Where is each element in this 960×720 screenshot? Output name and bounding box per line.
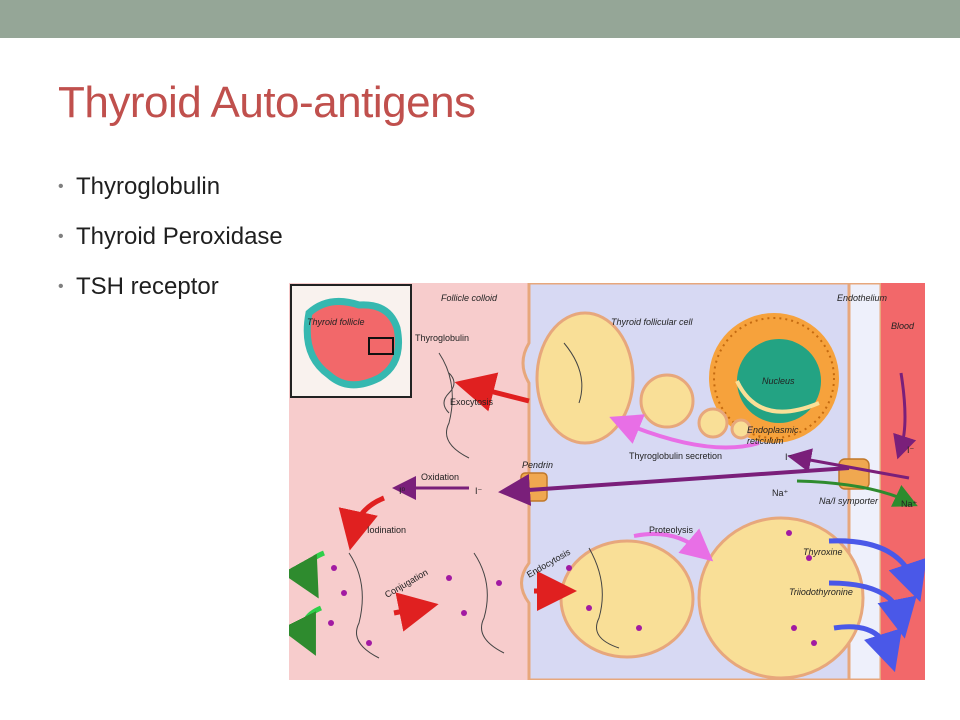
exocytosis-arrow xyxy=(454,372,530,412)
iodination-label: Iodination xyxy=(367,525,406,535)
bullet-text: TSH receptor xyxy=(76,273,219,300)
endothelium-label: Endothelium xyxy=(837,293,888,303)
oxidation-label: Oxidation xyxy=(421,472,459,482)
conjugation-arrow xyxy=(393,592,439,632)
blood-vessel xyxy=(881,283,925,680)
nucleus-label: Nucleus xyxy=(762,376,795,386)
thyroglobulin-label: Thyroglobulin xyxy=(415,333,469,343)
bullet-dot: • xyxy=(58,278,64,295)
thyroxine-release-arrow xyxy=(828,538,925,602)
bullet-item-thyroglobulin: • Thyroglobulin xyxy=(58,172,283,222)
blood-label: Blood xyxy=(891,321,915,331)
recycling-arrow-bottom xyxy=(289,605,323,656)
thyroxine-label: Thyroxine xyxy=(803,547,843,557)
iodide-blood-label: I⁻ xyxy=(907,445,915,455)
endoplasmic-label: Endoplasmic xyxy=(747,425,799,435)
iodine-atoms xyxy=(328,530,817,646)
iodide-cell-label: I⁻ xyxy=(785,452,793,462)
follicle-colloid-label: Follicle colloid xyxy=(441,293,498,303)
thyroglobulin-secretion-label: Thyroglobulin secretion xyxy=(629,451,722,461)
iodination-arrow xyxy=(338,495,385,551)
sodium-cell-label: Na⁺ xyxy=(772,488,789,498)
sodium-arrow xyxy=(796,479,918,507)
vesicle-small-1 xyxy=(639,373,695,429)
bullet-text: Thyroglobulin xyxy=(76,173,221,200)
recycling-arrow-top xyxy=(289,550,325,599)
hormone-release-arrow xyxy=(833,624,903,673)
bullet-item-tsh-receptor: • TSH receptor xyxy=(58,272,283,322)
thyroid-follicle-inset: Thyroid follicle xyxy=(290,284,412,398)
thyroid-hormone-diagram: Thyroid follicle Nucleus xyxy=(289,283,925,680)
vesicle-left xyxy=(535,311,635,445)
lysosome xyxy=(697,516,865,680)
thyroid-follicular-cell-label: Thyroid follicular cell xyxy=(611,317,694,327)
iodide-blood-arrow xyxy=(893,372,917,460)
thyroid-follicle-label: Thyroid follicle xyxy=(307,317,365,327)
top-bar xyxy=(0,0,960,38)
bullet-list: • Thyroglobulin • Thyroid Peroxidase • TSH … xyxy=(58,172,283,322)
sodium-blood-label: Na⁺ xyxy=(901,499,918,509)
protein-molecules xyxy=(348,342,620,659)
iodide-pendrin-label: I⁻ xyxy=(475,486,483,496)
iodine-label: I⁰ xyxy=(399,486,406,496)
bullet-item-thyroid-peroxidase: • Thyroid Peroxidase xyxy=(58,222,283,272)
vesicle-small-2 xyxy=(697,407,729,439)
reticulum-label: reticulum xyxy=(747,436,784,446)
iodide-entry-arrow xyxy=(787,448,910,480)
proteolysis-label: Proteolysis xyxy=(649,525,694,535)
bullet-text: Thyroid Peroxidase xyxy=(76,223,283,250)
proteolysis-arrow xyxy=(633,528,714,562)
exocytosis-label: Exocytosis xyxy=(450,397,494,407)
symporter-label: Na/I symporter xyxy=(819,496,879,506)
endocytosis-vesicle xyxy=(559,539,695,659)
nucleus-group: Nucleus xyxy=(709,313,839,443)
triiodothyronine-label: Triiodothyronine xyxy=(789,587,853,597)
secretion-arrow xyxy=(609,414,760,450)
bullet-dot: • xyxy=(58,228,64,245)
pendrin-label: Pendrin xyxy=(522,460,553,470)
t3-release-arrow xyxy=(828,580,917,639)
slide-title: Thyroid Auto-antigens xyxy=(58,78,476,127)
bullet-dot: • xyxy=(58,178,64,195)
vesicle-small-3 xyxy=(730,418,752,440)
